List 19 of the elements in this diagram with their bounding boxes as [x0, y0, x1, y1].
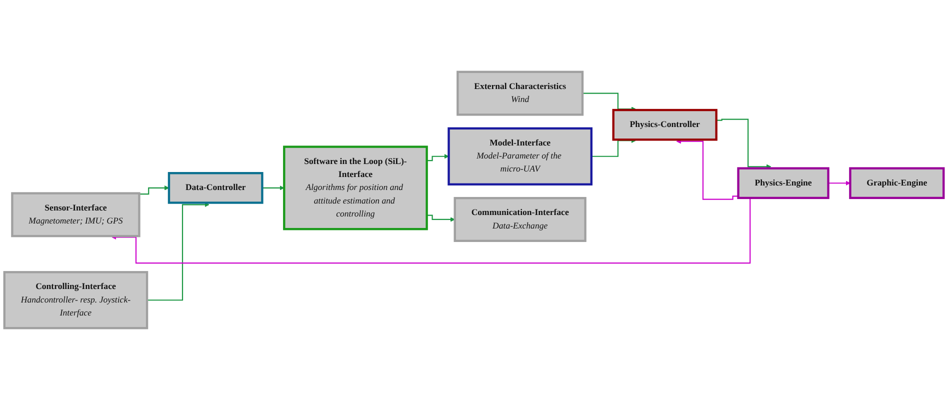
arrow [582, 92, 636, 112]
node-box: Software in the Loop (SiL)-Interface Algorithms for position and attitude estimation and controlling [283, 146, 428, 230]
arrow [139, 186, 170, 195]
node-box: Communication-Interface Data-Exchange [454, 196, 586, 242]
node-box: External Characteristics Wind [456, 70, 584, 116]
arrow [676, 138, 738, 200]
arrow [426, 154, 449, 162]
node-box: Sensor-Interface Magnetometer; IMU; GPS [11, 192, 140, 238]
arrow [262, 186, 284, 190]
node-box: Physics-Controller [612, 108, 718, 141]
arrow [147, 202, 210, 301]
node-box: Physics-Engine [737, 167, 830, 200]
arrow [716, 118, 772, 170]
arrow [828, 180, 850, 186]
node-box: Graphic-Engine [849, 167, 945, 200]
node-box: Data-Controller [168, 172, 264, 204]
node-box: Model-Interface Model-Parameter of the micro-UAV [448, 127, 592, 186]
arrow [426, 214, 456, 222]
node-box: Controlling-Interface Handcontroller- resp. Joystick-Interface [3, 271, 148, 330]
